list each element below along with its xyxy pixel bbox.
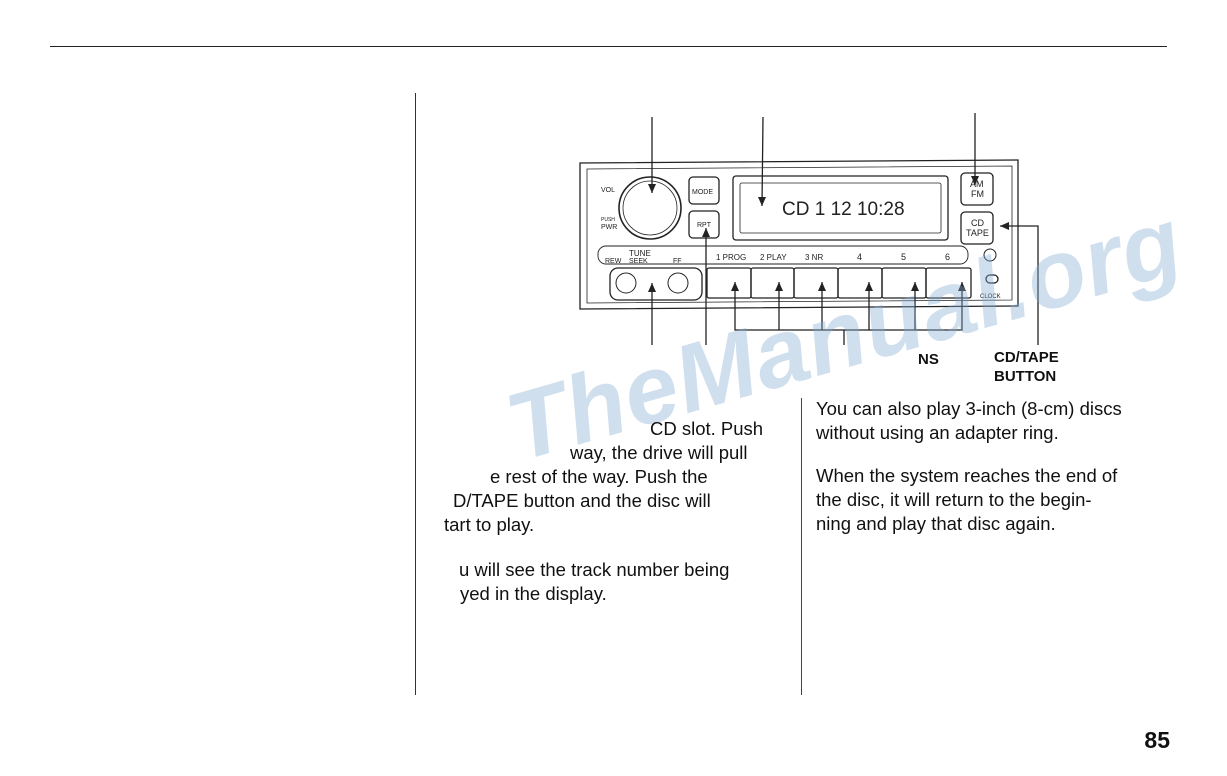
col2-para1-line2: without using an adapter ring.: [816, 422, 1059, 443]
col1-line-8: yed in the display.: [460, 583, 607, 604]
vol-label: VOL: [601, 187, 615, 194]
col1-line-4: D/TAPE button and the disc will: [453, 490, 711, 511]
rpt-label: RPT: [697, 222, 712, 229]
callout-ns: NS: [918, 351, 939, 368]
callout-cd-tape-line2: BUTTON: [994, 368, 1057, 385]
callout-cd-tape-line1: CD/TAPE: [994, 349, 1059, 366]
col1-line-7: u will see the track number being: [459, 559, 730, 580]
preset-4-label: 4: [857, 252, 862, 262]
page-number: 85: [1144, 727, 1170, 753]
column-divider-left: [415, 93, 416, 695]
col2-para1-line1: You can also play 3-inch (8-cm) discs: [816, 398, 1122, 419]
col1-line-5: tart to play.: [444, 514, 535, 535]
col2-para2-line3: ning and play that disc again.: [816, 513, 1056, 534]
tape-label: TAPE: [966, 228, 989, 238]
callout-cd-tape-button: CD/TAPE BUTTON: [994, 348, 1059, 386]
preset-2-label: 2 PLAY: [760, 253, 787, 262]
rew-label: REW: [605, 258, 622, 265]
col1-line-3: e rest of the way. Push the: [490, 466, 708, 487]
mode-label: MODE: [692, 189, 713, 196]
cd-label: CD: [971, 218, 984, 228]
column-divider-middle: [801, 398, 802, 695]
header-rule: [50, 46, 1167, 47]
col2-para2-line1: When the system reaches the end of: [816, 465, 1118, 486]
tune-label: TUNE: [629, 249, 651, 258]
ff-label: FF: [673, 258, 682, 265]
seek-label: SEEK: [629, 258, 648, 265]
preset-1-label: 1 PROG: [716, 253, 746, 262]
col1-line-1: CD slot. Push: [650, 418, 764, 439]
display-readout: CD 1 12 10:28: [782, 199, 905, 220]
preset-3-label: 3 NR: [805, 253, 823, 262]
col1-line-2: way, the drive will pull: [570, 442, 748, 463]
fm-label: FM: [971, 189, 984, 199]
col2-para2-line2: the disc, it will return to the begin-: [816, 489, 1092, 510]
am-label: AM: [970, 179, 984, 189]
clock-label: CLOCK: [980, 294, 1001, 300]
preset-6-label: 6: [945, 252, 950, 262]
preset-5-label: 5: [901, 252, 906, 262]
push-label: PUSH: [601, 217, 615, 223]
pwr-label: PWR: [601, 224, 617, 231]
